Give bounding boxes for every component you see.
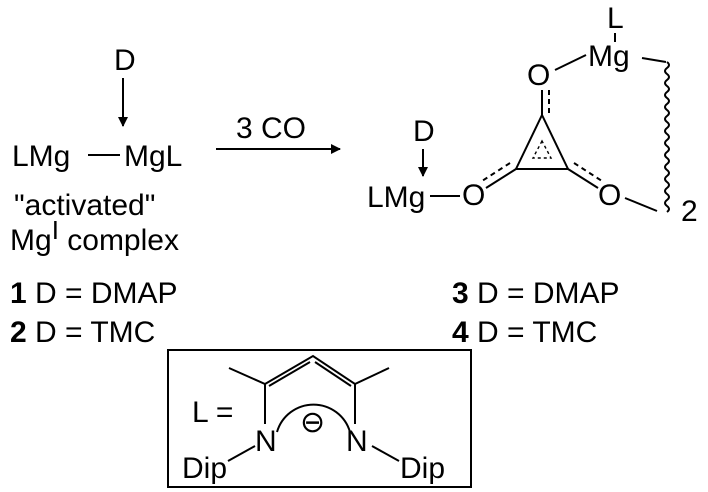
- reactant-caption-mgi-complex: MgI complex: [10, 215, 179, 257]
- ligand-delocalization-arc: [276, 403, 351, 433]
- compound-1-label: 1 D = DMAP: [10, 277, 178, 310]
- top-o-mg-bond: [554, 54, 587, 71]
- left-co-bond-dashed: [481, 162, 511, 182]
- aromatic-ring-marker: [531, 139, 553, 159]
- ligand-backbone-inner-right: [314, 361, 352, 387]
- product-top-l: L: [607, 2, 624, 35]
- dimer-multiplier: 2: [681, 195, 698, 228]
- product-right-o: O: [598, 179, 621, 212]
- ligand-dip-right: Dip: [400, 452, 445, 485]
- left-co-bond: [485, 168, 517, 189]
- reactant-right-mg: MgL: [124, 140, 182, 173]
- top-mg-tail-bond: [641, 57, 667, 63]
- compound-3-label: 3 D = DMAP: [452, 277, 620, 310]
- product-donor-label: D: [413, 115, 435, 148]
- right-co-bond: [567, 168, 599, 189]
- reactant-donor-label: D: [114, 44, 136, 77]
- wavy-break-line: [664, 61, 670, 213]
- right-co-bond-dashed: [573, 162, 603, 182]
- compound-2-label: 2 D = TMC: [10, 316, 155, 349]
- ligand-n-right: N: [346, 425, 368, 458]
- ligand-n-dip-bond-right: [371, 445, 400, 462]
- product-top-mg: Mg: [588, 40, 630, 73]
- ligand-charge: ⊖: [300, 406, 325, 439]
- c3-ring: [514, 112, 570, 170]
- compound-4-label: 4 D = TMC: [452, 316, 597, 349]
- right-o-tail-bond: [624, 197, 658, 212]
- reactant-left-mg: LMg: [12, 140, 70, 173]
- product-top-o: O: [527, 59, 550, 92]
- ligand-box: [167, 349, 472, 488]
- ligand-backbone-inner-left: [268, 361, 311, 387]
- ligand-dip-left: Dip: [182, 452, 227, 485]
- ligand-n-left: N: [255, 425, 277, 458]
- ligand-l-label: L =: [192, 396, 233, 429]
- ligand-n-dip-bond-left: [227, 445, 256, 462]
- ligand-backbone: [228, 354, 390, 386]
- product-left-mg: LMg: [367, 181, 425, 214]
- reactant-caption-activated: "activated": [14, 189, 155, 222]
- product-left-o: O: [462, 179, 485, 212]
- reagent-label: 3 CO: [236, 112, 306, 145]
